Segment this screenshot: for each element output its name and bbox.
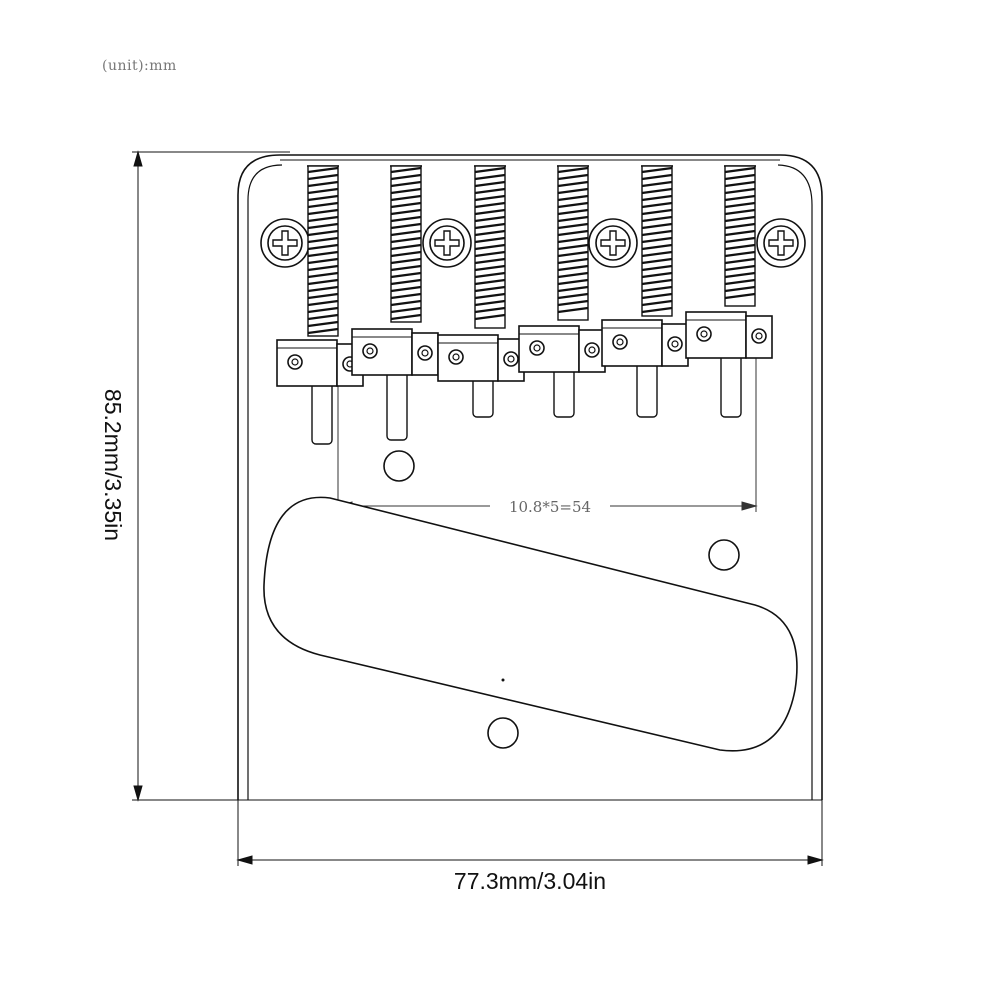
intonation-spring [390,165,422,323]
plate-inner-edge [247,164,283,800]
hole-bottom [487,717,519,749]
height-dimension [132,150,290,802]
saddle [601,319,689,418]
hole-upper-left [383,450,415,482]
width-label: 77.3mm/3.04in [453,868,607,894]
width-dimension [236,760,824,866]
mounting-screw [756,218,806,268]
bridge-plate [237,154,823,800]
unit-note: (unit):mm [102,58,177,74]
mounting-screw [260,218,310,268]
height-label: 85.2mm/3.35in [100,388,126,542]
intonation-spring [307,165,339,337]
saddle [351,328,439,441]
intonation-screws [307,165,756,337]
intonation-spring [474,165,506,329]
saddles [276,311,773,445]
string-spacing-label: 10.8*5=54 [509,498,591,516]
pickup-slot [263,496,798,752]
hole-right [708,539,740,571]
saddle [685,311,773,418]
saddle [518,325,606,418]
saddle [437,334,525,418]
saddle [276,339,364,445]
pickup-center-mark [501,678,505,682]
intonation-spring [724,165,756,307]
mounting-screws [260,218,806,268]
plate-inner-edge-right [777,164,813,800]
mounting-screw [422,218,472,268]
intonation-spring [641,165,673,317]
mounting-screw [588,218,638,268]
intonation-spring [557,165,589,321]
